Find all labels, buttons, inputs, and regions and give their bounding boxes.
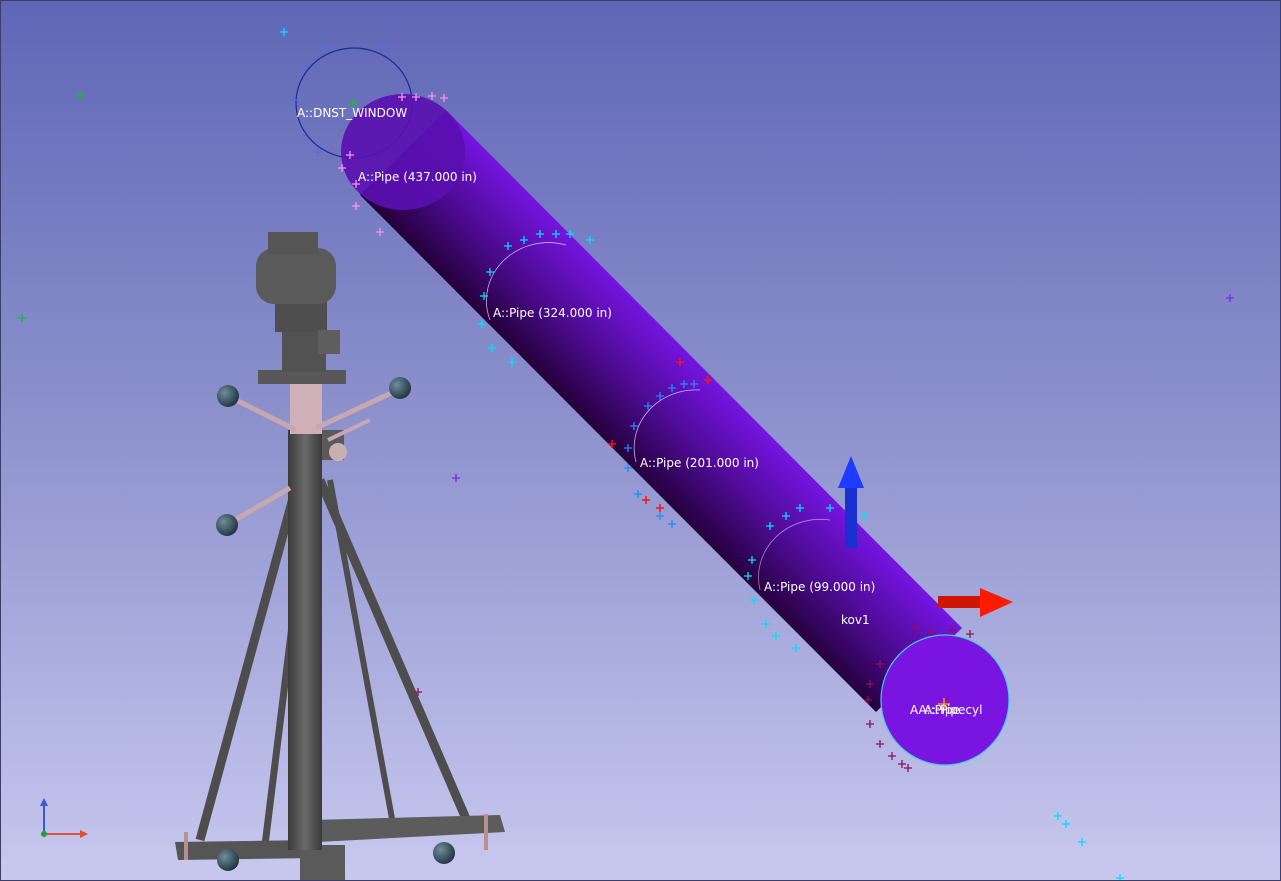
label-pipe-99: A::Pipe (99.000 in) (764, 580, 875, 594)
marker-group-blue[interactable] (624, 380, 698, 528)
marker-group-violet[interactable] (452, 294, 1234, 482)
y-axis-arrow[interactable] (838, 456, 864, 548)
label-end-b: A::Pipecyl (924, 703, 982, 717)
marker-orange-origin[interactable] (938, 698, 950, 710)
label-pipe-437: A::Pipe (437.000 in) (358, 170, 477, 184)
pipe-end-cap (880, 634, 1010, 766)
coordinate-triad-icon (40, 798, 88, 838)
marker-group-maroon[interactable] (414, 624, 974, 772)
label-pipe-324: A::Pipe (324.000 in) (493, 306, 612, 320)
marker-group-red[interactable] (608, 358, 712, 512)
marker-group-pink[interactable] (338, 92, 448, 236)
marker-group-green[interactable] (18, 92, 358, 322)
x-axis-arrow[interactable] (938, 588, 1013, 617)
pipe[interactable] (341, 94, 1010, 766)
label-window: A::DNST_WINDOW (297, 106, 407, 120)
marker-group-cyan[interactable] (280, 28, 1124, 881)
laser-tracker-instrument[interactable] (175, 232, 505, 881)
label-end-a: AA::Pipe (910, 703, 960, 717)
label-frame-kov1: kov1 (841, 613, 870, 627)
label-pipe-201: A::Pipe (201.000 in) (640, 456, 759, 470)
marker-group-blue-circle[interactable] (290, 43, 388, 156)
